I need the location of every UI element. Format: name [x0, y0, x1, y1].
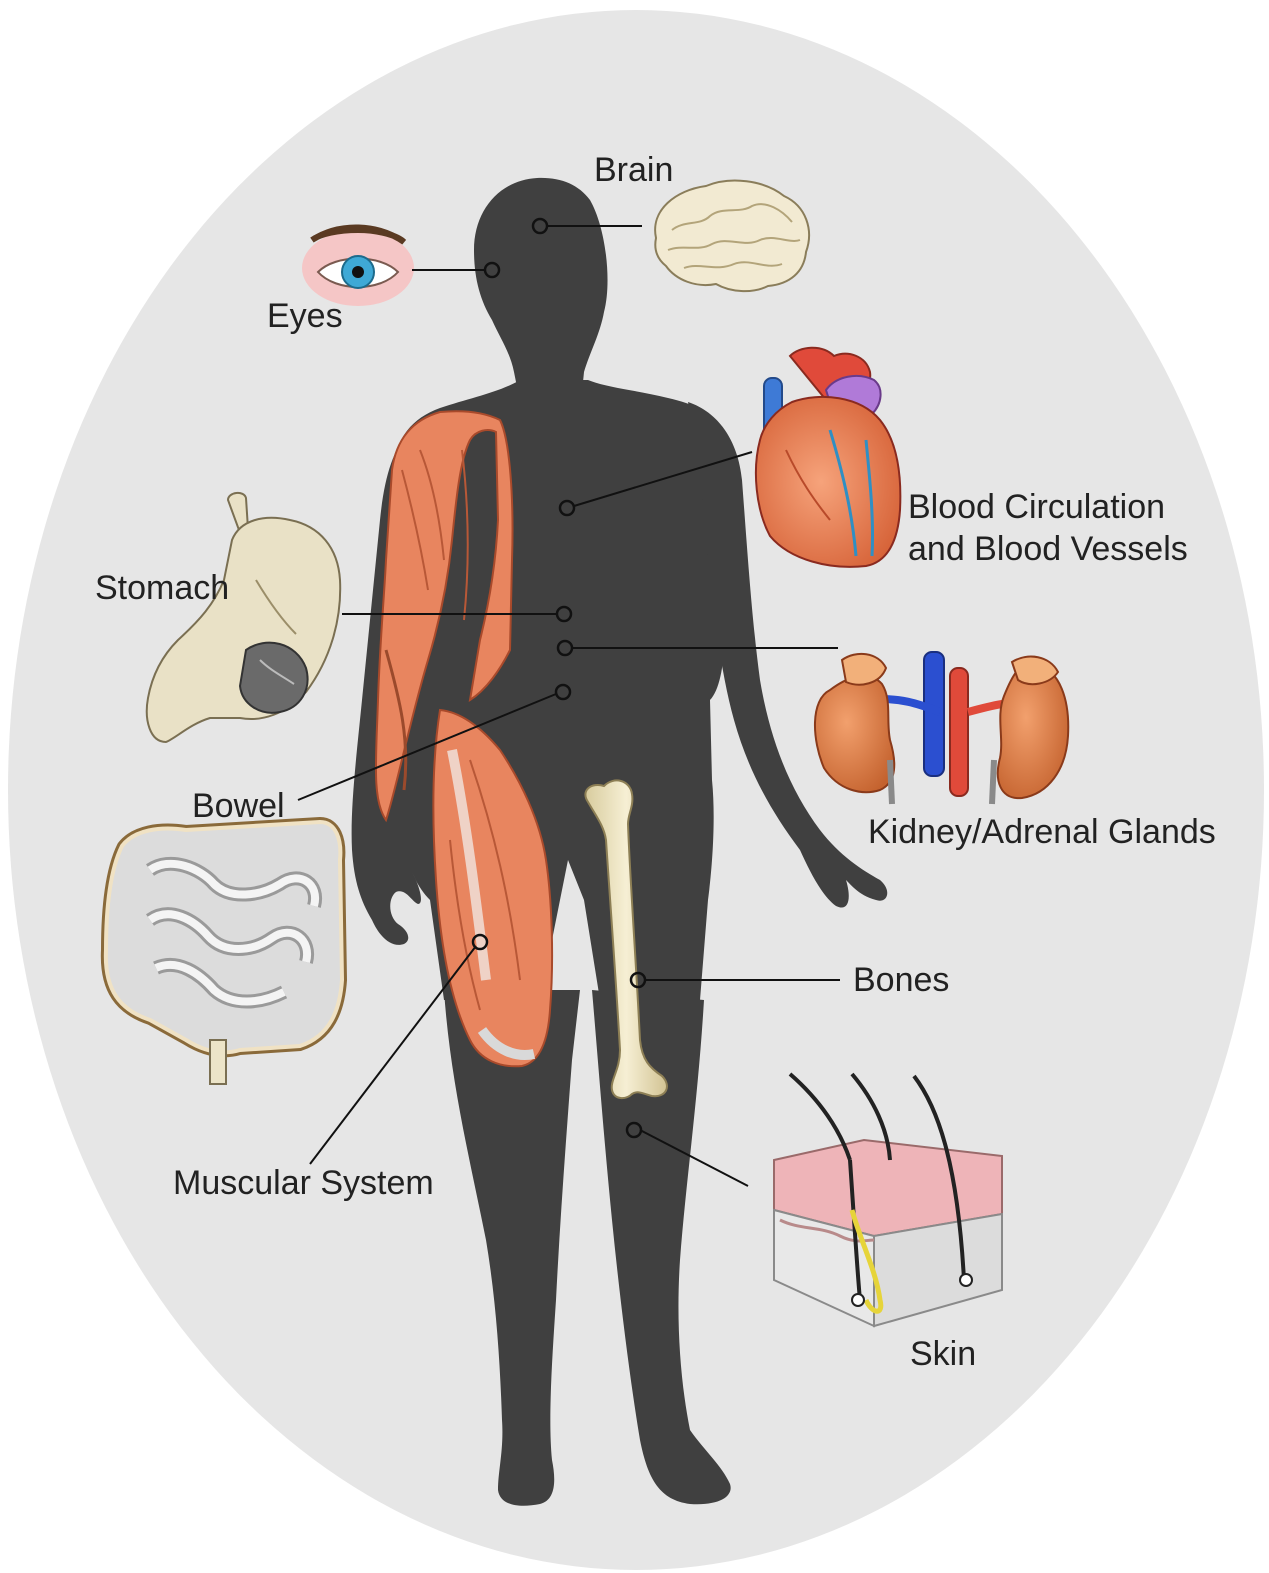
label-blood-circulation: Blood Circulation and Blood Vessels	[908, 486, 1188, 570]
label-bones: Bones	[853, 960, 949, 1001]
label-muscular-system: Muscular System	[173, 1163, 434, 1204]
brain-illustration	[655, 181, 809, 292]
label-blood-line1: Blood Circulation	[908, 486, 1188, 528]
label-stomach: Stomach	[95, 568, 229, 609]
eye-illustration	[302, 227, 414, 306]
label-skin: Skin	[910, 1334, 976, 1375]
label-bowel: Bowel	[192, 786, 285, 827]
label-brain: Brain	[594, 150, 673, 191]
label-blood-line2: and Blood Vessels	[908, 528, 1188, 570]
label-kidney-adrenal: Kidney/Adrenal Glands	[868, 812, 1216, 853]
label-eyes: Eyes	[267, 296, 343, 337]
